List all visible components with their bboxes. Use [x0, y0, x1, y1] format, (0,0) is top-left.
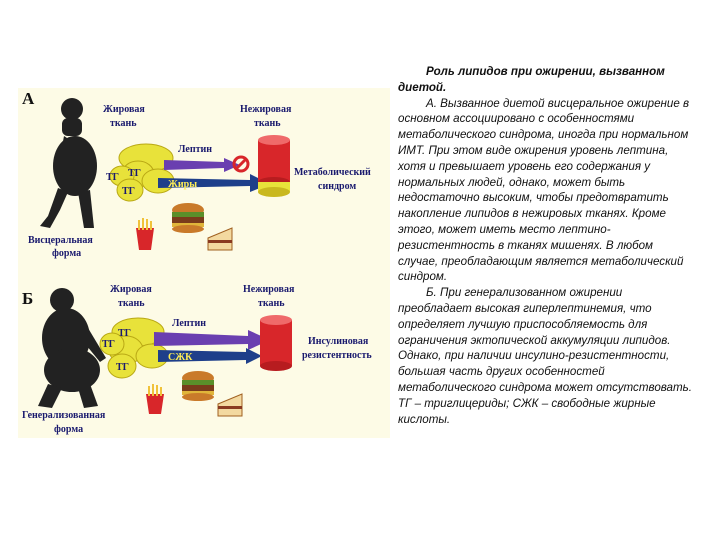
panel-b-nonfat-tissue-line1: Нежировая — [243, 284, 295, 295]
panel-b-outcome-line1: Инсулиновая — [308, 336, 369, 347]
caption-text: Роль липидов при ожирении, вызванном дие… — [398, 64, 694, 427]
panel-b-letter: Б — [22, 289, 33, 308]
panel-b-form-line2: форма — [54, 424, 83, 435]
panel-a-tg-3: ТГ — [122, 186, 135, 197]
visceral-obesity-silhouette — [40, 98, 97, 228]
panel-a-fat-cells: ТГ ТГ ТГ — [106, 143, 175, 202]
panel-a-nonfat-tissue-line2: ткань — [254, 118, 281, 129]
panel-b-nonfat-tissue-line2: ткань — [258, 298, 285, 309]
panel-a-outcome-line2: синдром — [318, 181, 356, 192]
panel-b-leptin-arrow — [154, 330, 270, 350]
panel-a-lipid-arrow — [158, 174, 270, 192]
panel-a-leptin-arrow — [164, 158, 240, 172]
panel-b-leptin-label: Лептин — [172, 318, 206, 329]
caption-paragraph-a: А. Вызванное диетой висцеральное ожирени… — [398, 96, 690, 284]
panel-a-nonfat-tissue-line1: Нежировая — [240, 104, 292, 115]
panel-b-form-line1: Генерализованная — [22, 410, 106, 421]
panel-b-tg-2: ТГ — [118, 328, 131, 339]
caption-title: Роль липидов при ожирении, вызванном дие… — [398, 65, 665, 94]
diagram-figure: А Жировая ткань Нежировая ткань Лептин М… — [18, 88, 390, 438]
panel-b-outcome-line2: резистентность — [302, 350, 372, 361]
panel-b-fast-food-icon — [146, 371, 243, 417]
panel-b-tg-1: ТГ — [102, 339, 115, 350]
panel-a-tg-1: ТГ — [106, 172, 119, 183]
panel-b-fat-tissue-line2: ткань — [118, 298, 145, 309]
panel-b-ffa-arrow — [158, 348, 262, 364]
panel-b-nonfat-tissue-cylinder — [260, 315, 292, 371]
panel-a-fat-tissue-line2: ткань — [110, 118, 137, 129]
blocked-sign-icon — [232, 155, 250, 173]
panel-a-outcome-line1: Метаболический — [294, 167, 371, 178]
panel-b-fat-tissue-line1: Жировая — [110, 284, 152, 295]
panel-a-lipids-label: Жиры — [168, 179, 197, 190]
caption-paragraph-b: Б. При генерализованном ожирении преобла… — [398, 286, 692, 426]
generalized-obesity-silhouette — [38, 288, 106, 408]
panel-b-fat-cells: ТГ ТГ ТГ — [99, 317, 169, 379]
panel-b-ffa-label: СЖК — [168, 352, 193, 363]
panel-b-tg-3: ТГ — [116, 362, 129, 373]
panel-a-form-line1: Висцеральная — [28, 235, 93, 246]
panel-a-fast-food-icon — [136, 203, 233, 251]
panel-a-leptin-label: Лептин — [178, 144, 212, 155]
panel-a-nonfat-tissue-cylinder — [258, 135, 290, 197]
panel-a-labels: Жировая ткань Нежировая ткань Лептин Мет… — [28, 104, 371, 259]
panel-a-tg-2: ТГ — [128, 168, 141, 179]
panel-a-fat-tissue-line1: Жировая — [103, 104, 145, 115]
panel-a-letter: А — [22, 89, 35, 108]
panel-b-labels: Жировая ткань Нежировая ткань Лептин Инс… — [22, 284, 372, 435]
panel-a-form-line2: форма — [52, 248, 81, 259]
